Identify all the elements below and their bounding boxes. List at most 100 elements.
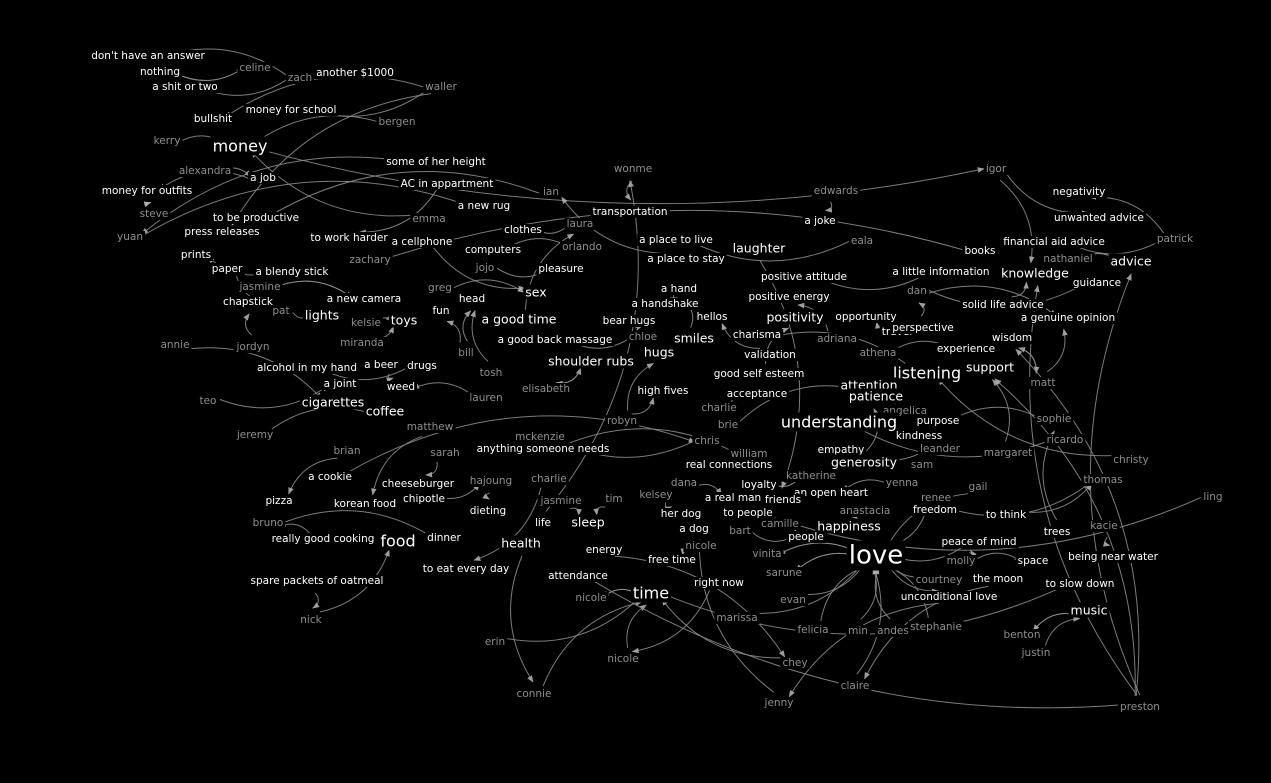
label-backing — [299, 394, 367, 410]
label-backing — [964, 359, 1017, 375]
label-backing — [285, 72, 315, 84]
label-backing — [746, 291, 832, 303]
label-backing — [583, 544, 625, 556]
node-min: min — [848, 625, 868, 637]
node-a-new-rug: a new rug — [458, 200, 510, 212]
node-coffee: coffee — [366, 404, 405, 419]
label-backing — [255, 362, 359, 374]
edge-yuan-to-a_new_rug — [141, 180, 473, 237]
edge-matt-to-a_genuine_opinion — [1047, 328, 1068, 373]
node-another-1000: another $1000 — [316, 67, 394, 79]
node-purpose: purpose — [917, 415, 960, 427]
label-backing — [792, 487, 870, 499]
node-patrick: patrick — [1157, 233, 1194, 245]
node-a-blendy-stick: a blendy stick — [255, 266, 329, 278]
label-backing — [846, 540, 906, 571]
node-some-height: some of her height — [386, 156, 486, 168]
edge-jeremy-to-coffee — [266, 407, 374, 434]
node-unwanted-advice: unwanted advice — [1054, 212, 1144, 224]
node-jeremy: jeremy — [236, 429, 273, 441]
label-backing — [668, 477, 700, 489]
node-hajoung: hajoung — [470, 475, 512, 487]
label-backing — [848, 235, 876, 247]
node-cigarettes: cigarettes — [302, 395, 365, 410]
edge-preston-to-wisdom — [1015, 348, 1140, 696]
label-backing — [197, 395, 219, 407]
label-backing — [569, 514, 607, 530]
edge-tim-to-sleep — [593, 506, 606, 516]
node-sophie: sophie — [1037, 413, 1072, 425]
node-katherine: katherine — [786, 470, 836, 482]
label-backing — [1108, 253, 1154, 269]
node-nick: nick — [300, 614, 322, 626]
label-backing — [970, 573, 1026, 585]
node-ling: ling — [1203, 491, 1222, 503]
node-charlie2: charlie — [531, 473, 566, 485]
label-backing — [645, 253, 727, 265]
label-backing — [253, 266, 332, 278]
label-backing — [389, 236, 455, 248]
edge-nick-to-food — [319, 549, 390, 613]
label-backing — [158, 339, 192, 351]
label-backing — [780, 657, 810, 669]
node-alcohol-hand: alcohol in my hand — [257, 362, 357, 374]
label-backing — [560, 241, 604, 253]
node-leander: leander — [920, 443, 961, 455]
node-yenna: yenna — [886, 477, 918, 489]
node-computers: computers — [465, 244, 521, 256]
edge-money-to-igor — [251, 146, 985, 205]
label-backing — [590, 206, 670, 218]
node-ac-appt: AC in appartment — [401, 178, 494, 190]
node-chey: chey — [782, 657, 807, 669]
node-wonme: wonme — [614, 163, 652, 175]
node-justin: justin — [1021, 647, 1051, 659]
label-backing — [750, 548, 784, 560]
label-backing — [99, 185, 195, 197]
node-food: food — [380, 532, 415, 551]
edge-books-to-zachary — [381, 209, 969, 261]
node-happiness: happiness — [817, 519, 881, 534]
node-dont-answer: don't have an answer — [91, 50, 205, 62]
label-backing — [536, 263, 586, 275]
label-backing — [314, 67, 396, 79]
label-backing — [467, 475, 515, 487]
label-backing — [467, 392, 505, 404]
label-backing — [426, 282, 454, 294]
label-backing — [778, 412, 900, 432]
edge-marissa-to-love — [747, 560, 866, 614]
edge-ac_appt-to-to_work_harder — [358, 189, 437, 236]
label-backing — [428, 447, 462, 459]
node-brian: brian — [334, 445, 361, 457]
label-backing — [811, 185, 861, 197]
label-backing — [233, 429, 276, 441]
label-backing — [846, 625, 870, 637]
node-time: time — [633, 584, 669, 603]
node-edwards: edwards — [814, 185, 858, 197]
edge-sophie-to-purpose — [949, 406, 1043, 422]
label-backing — [467, 505, 509, 517]
label-backing — [1051, 212, 1147, 224]
node-dana: dana — [671, 477, 697, 489]
label-backing — [482, 636, 508, 648]
label-backing — [248, 172, 279, 184]
label-backing — [846, 388, 906, 404]
node-fun: fun — [432, 305, 449, 317]
label-backing — [1041, 253, 1095, 265]
node-clothes: clothes — [504, 224, 542, 236]
label-backing — [349, 317, 383, 329]
label-backing — [918, 443, 963, 455]
node-lauren: lauren — [469, 392, 502, 404]
label-backing — [263, 495, 295, 507]
node-to-be-productive: to be productive — [213, 212, 299, 224]
label-backing — [672, 330, 716, 346]
label-backing — [338, 337, 386, 349]
label-backing — [999, 265, 1072, 281]
node-chris: chris — [694, 435, 719, 447]
label-backing — [1041, 526, 1073, 538]
label-backing — [1081, 474, 1125, 486]
edge-christy-to-listening — [937, 378, 1120, 457]
node-support: support — [966, 360, 1014, 375]
label-backing — [611, 163, 655, 175]
node-her-dog: her dog — [661, 508, 702, 520]
node-adriana: adriana — [817, 333, 857, 345]
